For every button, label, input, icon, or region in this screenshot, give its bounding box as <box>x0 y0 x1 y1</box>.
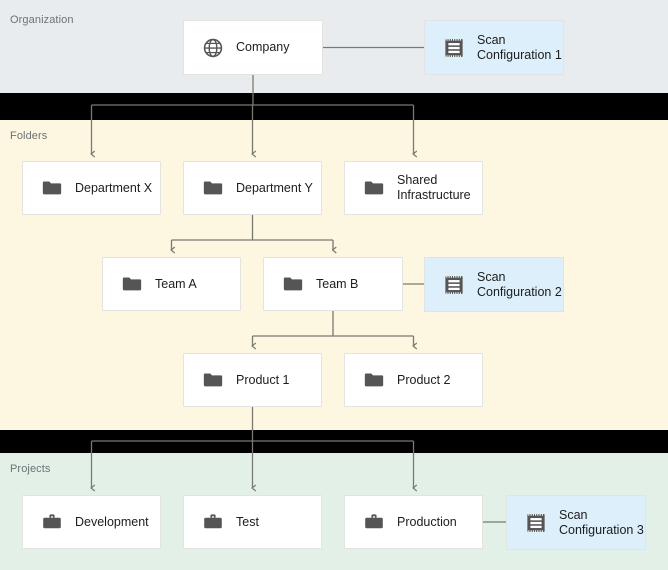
node-product-2[interactable]: Product 2 <box>344 353 483 407</box>
folder-icon <box>41 177 63 199</box>
node-company[interactable]: Company <box>183 20 323 75</box>
node-label: Scan Configuration 3 <box>559 507 644 537</box>
band-label-projects: Projects <box>10 463 51 475</box>
node-production[interactable]: Production <box>344 495 483 549</box>
node-label: Scan Configuration 1 <box>477 32 562 62</box>
node-scan-configuration-1[interactable]: Scan Configuration 1 <box>424 20 564 75</box>
band-label-organization: Organization <box>10 14 74 26</box>
node-label: Department Y <box>236 180 313 195</box>
node-development[interactable]: Development <box>22 495 161 549</box>
receipt-icon <box>443 274 465 296</box>
folder-icon <box>363 369 385 391</box>
node-label: Team A <box>155 276 197 291</box>
folder-icon <box>202 177 224 199</box>
node-shared-infrastructure[interactable]: Shared Infrastructure <box>344 161 483 215</box>
receipt-icon <box>443 37 465 59</box>
node-test[interactable]: Test <box>183 495 322 549</box>
node-department-y[interactable]: Department Y <box>183 161 322 215</box>
node-label: Scan Configuration 2 <box>477 269 562 299</box>
node-department-x[interactable]: Department X <box>22 161 161 215</box>
receipt-icon <box>525 512 547 534</box>
node-team-b[interactable]: Team B <box>263 257 403 311</box>
folder-icon <box>363 177 385 199</box>
node-label: Company <box>236 40 290 54</box>
node-label: Shared Infrastructure <box>397 173 471 202</box>
briefcase-icon <box>363 511 385 533</box>
node-team-a[interactable]: Team A <box>102 257 241 311</box>
node-product-1[interactable]: Product 1 <box>183 353 322 407</box>
band-divider-bottom <box>0 430 668 453</box>
folder-icon <box>282 273 304 295</box>
node-label: Department X <box>75 180 153 195</box>
node-scan-configuration-3[interactable]: Scan Configuration 3 <box>506 495 646 550</box>
folder-icon <box>121 273 143 295</box>
briefcase-icon <box>202 511 224 533</box>
node-label: Product 2 <box>397 372 451 387</box>
node-label: Team B <box>316 276 359 291</box>
node-label: Test <box>236 514 259 529</box>
folder-icon <box>202 369 224 391</box>
band-organization <box>0 0 668 93</box>
band-divider-top <box>0 93 668 120</box>
briefcase-icon <box>41 511 63 533</box>
node-label: Production <box>397 514 457 529</box>
node-label: Product 1 <box>236 372 290 387</box>
globe-icon <box>202 37 224 59</box>
node-label: Development <box>75 514 149 529</box>
band-label-folders: Folders <box>10 130 48 142</box>
node-scan-configuration-2[interactable]: Scan Configuration 2 <box>424 257 564 312</box>
